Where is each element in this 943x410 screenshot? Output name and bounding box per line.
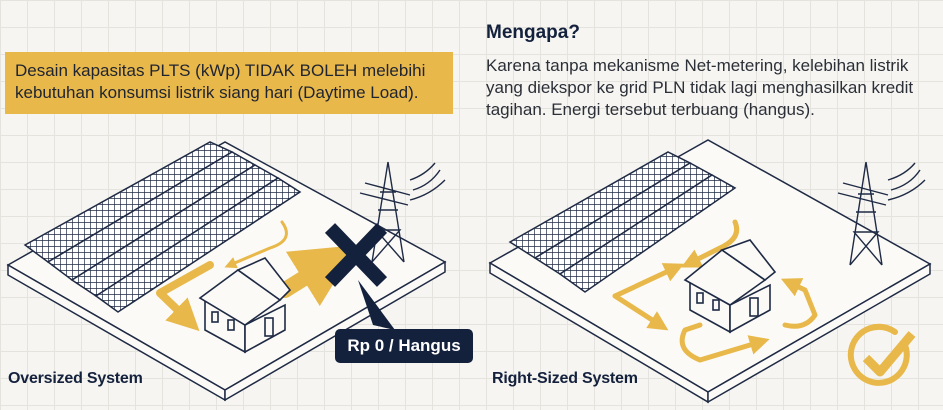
lost-value-badge: Rp 0 / Hangus [335,329,473,363]
energy-flow-arrows [156,220,358,332]
oversized-system-label: Oversized System [8,370,143,387]
solar-panel-array-small [508,151,737,293]
right-sized-system-label: Right-Sized System [492,370,638,387]
oversized-scene [6,141,447,402]
transmission-tower [359,161,446,263]
house-icon [198,257,292,354]
cross-icon [324,223,395,330]
transmission-tower [837,161,926,266]
check-circle-icon [847,323,916,386]
design-rule-callout: Desain kapasitas PLTS (kWp) TIDAK BOLEH … [5,52,453,114]
solar-panel-array-large [23,141,302,313]
house-icon [683,239,777,334]
right-sized-scene [488,139,932,404]
explanation-title: Mengapa? [486,22,580,43]
balanced-flow-arrows [612,219,818,363]
explanation-body: Karena tanpa mekanisme Net-metering, kel… [486,56,914,119]
